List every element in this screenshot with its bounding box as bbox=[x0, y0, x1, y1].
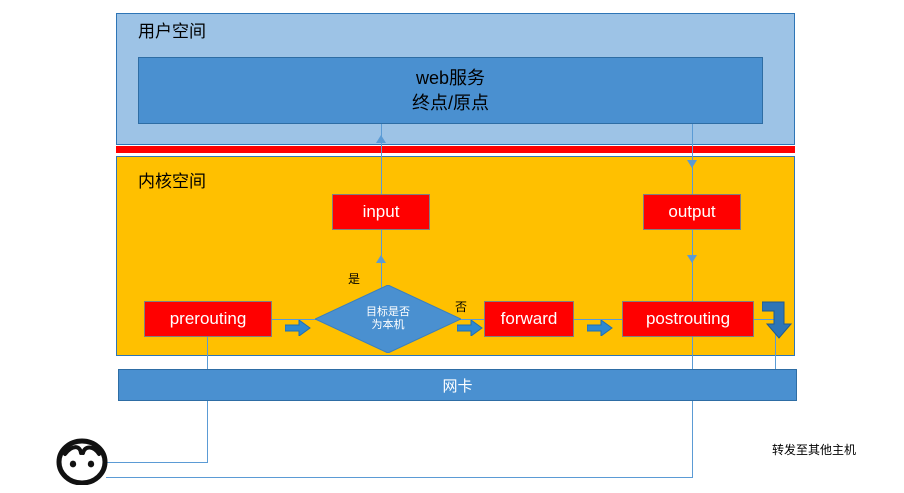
chain-forward[interactable]: forward bbox=[484, 301, 574, 337]
chain-postrouting[interactable]: postrouting bbox=[622, 301, 754, 337]
connector-decision-to-forward bbox=[460, 319, 485, 320]
block-arrow-prerouting-decision-icon bbox=[284, 319, 311, 341]
connector-nic-to-other-host-vertical bbox=[692, 401, 693, 478]
arrowhead-input-to-webservice-icon bbox=[376, 135, 386, 143]
connector-input-to-webservice bbox=[381, 124, 382, 206]
decision-label-line1: 目标是否 bbox=[366, 306, 410, 318]
decision-label-line2: 为本机 bbox=[371, 319, 405, 331]
chain-input-label: input bbox=[362, 202, 400, 221]
connector-nic-to-client-vertical bbox=[207, 401, 208, 463]
arrowhead-output-to-postrouting-icon bbox=[687, 255, 697, 263]
arrowhead-decision-to-input-icon bbox=[376, 255, 386, 263]
face-icon bbox=[56, 437, 108, 486]
chain-forward-label: forward bbox=[500, 309, 558, 328]
note-forward-to-other-host: 转发至其他主机 bbox=[772, 443, 857, 457]
arrowhead-webservice-to-output-icon bbox=[687, 160, 697, 168]
kernel-space-label: 内核空间 bbox=[138, 172, 206, 191]
chain-postrouting-label: postrouting bbox=[645, 309, 731, 328]
nic-label: 网卡 bbox=[442, 377, 473, 395]
web-service-title: web服务 bbox=[415, 67, 486, 88]
block-arrow-postrouting-exit-icon bbox=[761, 296, 794, 345]
connector-postrouting-exit bbox=[754, 319, 776, 320]
connector-prerouting-to-decision bbox=[272, 319, 317, 320]
connector-forward-to-postrouting bbox=[574, 319, 623, 320]
decision-target-is-local[interactable]: 目标是否 为本机 bbox=[315, 285, 461, 353]
block-arrow-decision-forward-icon bbox=[456, 319, 483, 341]
connector-output-to-postrouting bbox=[692, 230, 693, 305]
web-service-box: web服务 终点/原点 bbox=[138, 57, 763, 124]
connector-nic-to-prerouting bbox=[207, 337, 208, 369]
kernel-user-separator bbox=[116, 146, 795, 153]
chain-output-label: output bbox=[668, 202, 716, 221]
web-service-subtitle: 终点/原点 bbox=[411, 92, 489, 113]
connector-other-host-horizontal bbox=[106, 477, 693, 478]
chain-prerouting-label: prerouting bbox=[169, 309, 247, 328]
connector-exit-dropdown bbox=[775, 319, 776, 370]
chain-output[interactable]: output bbox=[643, 194, 741, 230]
chain-prerouting[interactable]: prerouting bbox=[144, 301, 272, 337]
chain-input[interactable]: input bbox=[332, 194, 430, 230]
connector-postrouting-to-nic bbox=[692, 337, 693, 369]
edge-label-no: 否 bbox=[455, 300, 468, 314]
user-space-label: 用户空间 bbox=[138, 22, 206, 41]
block-arrow-forward-postrouting-icon bbox=[586, 319, 613, 341]
nic-box: 网卡 bbox=[118, 369, 797, 401]
connector-nic-to-client-horizontal bbox=[106, 462, 208, 463]
edge-label-yes: 是 bbox=[348, 272, 361, 286]
